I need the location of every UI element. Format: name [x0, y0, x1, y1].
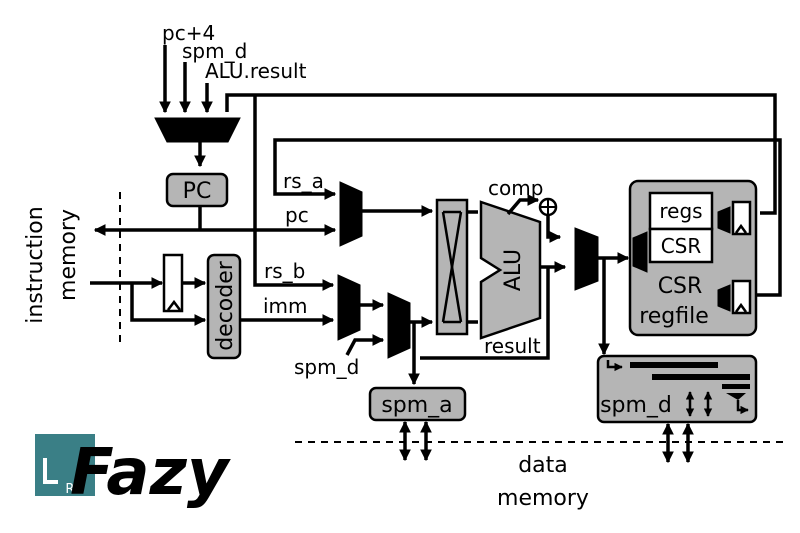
data-memory-label-line2: memory	[497, 486, 589, 511]
alu-block	[479, 200, 542, 340]
rs-a-wire	[273, 138, 782, 297]
spm-d-output-arrow	[736, 400, 749, 415]
swap-wire	[441, 211, 463, 323]
operand-a-mux	[339, 181, 363, 247]
logo-l-mark	[43, 458, 58, 484]
csr-output-register	[731, 279, 752, 315]
clock-icon	[734, 302, 748, 313]
spm-d-bar	[652, 374, 750, 380]
spm-d-input-arrow	[606, 360, 623, 372]
spm-a-block	[368, 386, 467, 422]
spm-a-label: spm_a	[381, 393, 452, 418]
spm-d-signal-label: spm_d	[294, 355, 359, 379]
instruction-memory-label-line1: instruction	[23, 206, 48, 323]
logo-badge-text: RV	[65, 482, 82, 497]
rs-a-label: rs_a	[283, 169, 324, 193]
decoder-label: decoder	[213, 260, 238, 351]
pc-signal-label: pc	[285, 203, 309, 227]
comp-wire	[506, 194, 540, 216]
pc-block	[165, 172, 229, 208]
pc-mux	[154, 117, 241, 143]
csr-regfile-label-line1: CSR	[658, 274, 703, 299]
clock-icon	[167, 299, 181, 311]
regs-box	[648, 191, 714, 231]
spm-d-input-label: spm_d	[182, 39, 247, 63]
spm-d-bar	[630, 362, 718, 368]
csr-feedback-wire	[225, 93, 777, 215]
regs-output-register	[731, 200, 752, 236]
csr-box	[648, 227, 714, 264]
spm-d-to-mux-wire	[345, 334, 385, 356]
clock-icon	[734, 223, 748, 234]
regfile-write-mux	[632, 231, 648, 273]
alu-label: ALU	[501, 249, 526, 291]
operand-b2-mux	[387, 292, 411, 359]
spm-d-block	[596, 354, 758, 424]
data-memory-label-line1: data	[518, 453, 568, 478]
rs-b-wire	[253, 95, 335, 291]
pc-label: PC	[183, 179, 212, 204]
comp-label: comp	[488, 176, 543, 200]
result-label: result	[484, 334, 541, 358]
fazy-logo: RV Fazy	[35, 434, 231, 510]
alu-result-input-label: ALU.result	[205, 59, 307, 83]
spm-d-mux	[726, 393, 746, 400]
spm-d-bar	[722, 384, 750, 389]
rs-b-label: rs_b	[264, 259, 305, 283]
csr-read-mux	[717, 284, 731, 312]
logo-wordmark: Fazy	[70, 436, 231, 510]
instruction-to-decoder-wire	[130, 283, 207, 326]
decoder-block	[206, 253, 242, 360]
spm-d-label: spm_d	[600, 393, 672, 418]
instruction-memory-label-line2: memory	[56, 209, 81, 301]
imm-label: imm	[263, 294, 308, 318]
csr-label: CSR	[661, 234, 702, 258]
csr-regfile-label-line2: regfile	[639, 304, 709, 329]
regs-label: regs	[659, 199, 702, 223]
regs-read-mux	[717, 206, 731, 234]
operand-b-mux	[337, 274, 361, 341]
pc-plus-4-label: pc+4	[162, 21, 215, 45]
result-mux	[574, 227, 599, 291]
result-feedback-wire	[420, 267, 550, 360]
comp-to-mux-wire	[546, 215, 562, 243]
